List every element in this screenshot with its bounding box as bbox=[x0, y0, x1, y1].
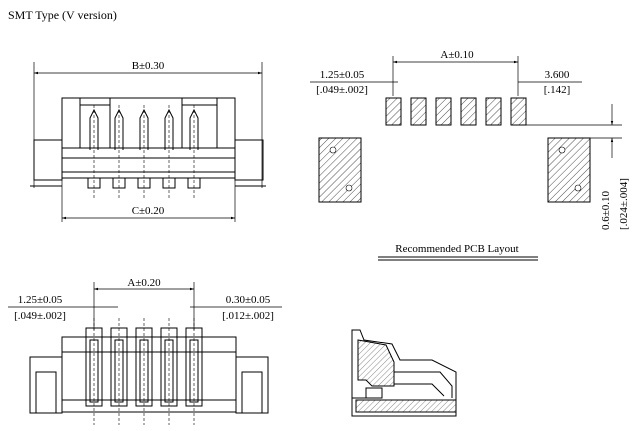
front-view: A±0.20 1.25±0.05 [.049±.002] 0.30±0.05 [… bbox=[8, 277, 282, 425]
pcb-layout-caption: Recommended PCB Layout bbox=[395, 243, 518, 255]
pcb-pitch-in: [.049±.002] bbox=[316, 84, 368, 96]
pcb-pitch-mm: 1.25±0.05 bbox=[320, 69, 365, 81]
dim-c-label: C±0.20 bbox=[132, 205, 165, 217]
front-pitch-in: [.049±.002] bbox=[14, 310, 66, 322]
front-dim-a-label: A±0.20 bbox=[127, 277, 161, 289]
front-pin-mm: 0.30±0.05 bbox=[226, 294, 271, 306]
pcb-offset-mm: 3.600 bbox=[545, 69, 570, 81]
dim-b-label: B±0.30 bbox=[132, 60, 165, 72]
front-pin-in: [.012±.002] bbox=[222, 310, 274, 322]
pcb-offset-in: [.142] bbox=[544, 84, 571, 96]
pcb-mount-pad-right bbox=[547, 137, 591, 203]
pcb-mount-pad-left bbox=[318, 137, 362, 203]
pcb-signal-pads bbox=[385, 97, 527, 126]
pcb-layout: A±0.10 1.25±0.05 [.049±.002] 3.600 [.142… bbox=[310, 49, 630, 261]
front-pitch-mm: 1.25±0.05 bbox=[18, 294, 63, 306]
pcb-gap-mm: 0.6±0.10 bbox=[600, 190, 612, 230]
pcb-dim-a-label: A±0.10 bbox=[440, 49, 474, 61]
side-section-view bbox=[351, 329, 457, 417]
drawing-title: SMT Type (V version) bbox=[8, 8, 117, 22]
top-view: B±0.30 bbox=[30, 60, 266, 222]
pcb-gap-in: [.024±.004] bbox=[618, 178, 630, 230]
